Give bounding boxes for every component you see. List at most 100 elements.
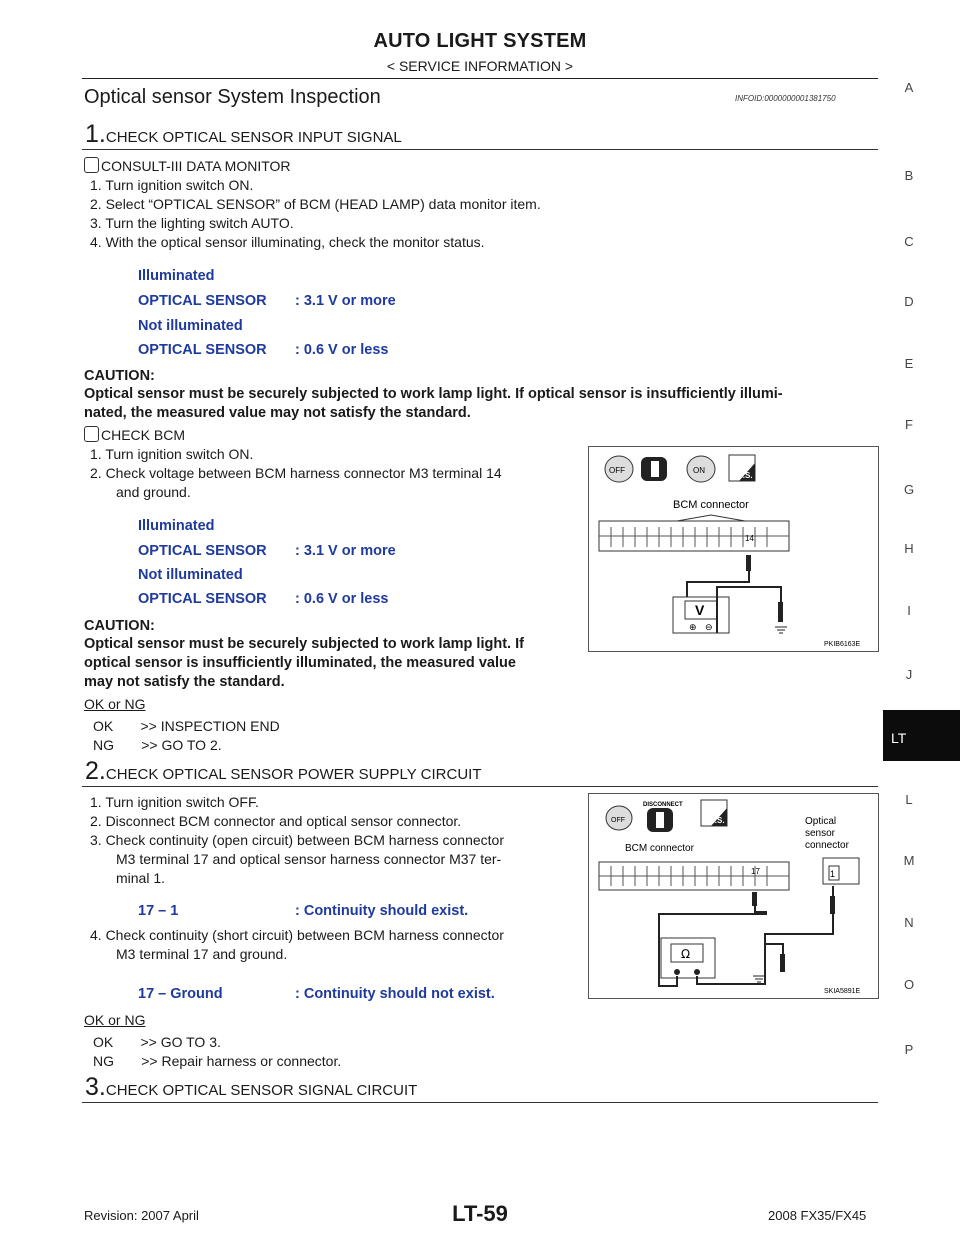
list-item: M3 terminal 17 and ground. xyxy=(116,946,288,962)
caution-text: Optical sensor must be securely subjecte… xyxy=(84,386,783,421)
spec-item: OPTICAL SENSOR xyxy=(138,293,267,309)
list-item: 2. Check voltage between BCM harness con… xyxy=(90,465,502,481)
step-title: CHECK OPTICAL SENSOR SIGNAL CIRCUIT xyxy=(105,1082,418,1099)
step-rule xyxy=(82,786,878,787)
step-3-heading: 3.CHECK OPTICAL SENSOR SIGNAL CIRCUIT xyxy=(85,1073,417,1102)
ignition-off-icon: OFF xyxy=(605,805,633,831)
list-item: 2. Select “OPTICAL SENSOR” of BCM (HEAD … xyxy=(90,196,541,212)
page-number: LT-59 xyxy=(452,1201,508,1226)
consult-label: CONSULT-III DATA MONITOR xyxy=(84,157,291,175)
sidebar-letter-i[interactable]: I xyxy=(907,603,911,618)
connector-icon xyxy=(641,457,667,481)
list-item: 1. Turn ignition switch ON. xyxy=(90,446,254,462)
step-rule xyxy=(82,1102,878,1103)
spec-item: 17 – 1 xyxy=(138,903,179,919)
list-item: and ground. xyxy=(116,484,191,500)
svg-text:V: V xyxy=(695,602,705,618)
spec-item: OPTICAL SENSOR xyxy=(138,342,267,358)
ng-result: NG >> Repair harness or connector. xyxy=(93,1053,342,1069)
connector-icon xyxy=(647,808,673,832)
caution-text: Optical sensor must be securely subjecte… xyxy=(84,636,524,690)
sidebar-letter-j[interactable]: J xyxy=(905,667,913,682)
step-title: CHECK OPTICAL SENSOR INPUT SIGNAL xyxy=(105,129,402,146)
sidebar-letter-f[interactable]: F xyxy=(905,417,913,432)
ignition-off-icon: OFF xyxy=(604,455,634,483)
svg-text:H.S.: H.S. xyxy=(709,816,725,825)
spec-value: : 3.1 V or more xyxy=(295,293,396,309)
sidebar-letter-o[interactable]: O xyxy=(903,977,915,992)
spec-value: : 3.1 V or more xyxy=(295,543,396,559)
ok-result: OK >> INSPECTION END xyxy=(93,718,280,734)
sidebar-letter-d[interactable]: D xyxy=(904,294,914,309)
svg-text:⊕: ⊕ xyxy=(689,623,697,633)
sidebar-letter-a[interactable]: A xyxy=(904,80,914,95)
consult-steps: 1. Turn ignition switch ON. 2. Select “O… xyxy=(90,177,541,251)
step-number: 1. xyxy=(85,120,106,148)
caution-label: CAUTION: xyxy=(84,368,155,384)
ignition-on-icon: ON xyxy=(686,455,716,483)
check-bcm-label: CHECK BCM xyxy=(84,426,185,444)
diagram-graphic: DISCONNECT OFF H.S. Optical sensor conne… xyxy=(598,799,861,995)
sidebar-letter-b[interactable]: B xyxy=(904,168,914,183)
list-item: 3. Turn the lighting switch AUTO. xyxy=(90,215,294,231)
spec-value: : Continuity should exist. xyxy=(295,903,469,919)
spec-not-illuminated-label: Not illuminated xyxy=(138,318,243,334)
ground-symbol xyxy=(775,626,787,634)
hs-icon: H.S. xyxy=(700,799,728,827)
ok-result: OK >> GO TO 3. xyxy=(93,1034,221,1050)
disconnect-label: DISCONNECT xyxy=(643,802,683,808)
svg-text:⊖: ⊖ xyxy=(705,623,713,633)
spec-illuminated-label: Illuminated xyxy=(138,518,215,534)
svg-text:OFF: OFF xyxy=(611,817,625,824)
list-item: 4. Check continuity (short circuit) betw… xyxy=(90,927,504,943)
bcm-voltage-diagram: OFF ON H.S. BCM connector 14 xyxy=(588,446,879,652)
sidebar-letter-n[interactable]: N xyxy=(904,915,914,930)
sidebar-letter-m[interactable]: M xyxy=(903,853,915,868)
terminal-label: 14 xyxy=(745,534,754,543)
sidebar-letter-l[interactable]: L xyxy=(905,792,913,807)
list-item: 4. With the optical sensor illuminating,… xyxy=(90,234,485,250)
svg-text:17: 17 xyxy=(751,867,760,876)
spec-value: : Continuity should not exist. xyxy=(295,986,495,1002)
step-2-heading: 2.CHECK OPTICAL SENSOR POWER SUPPLY CIRC… xyxy=(85,757,481,786)
sidebar-letter-p[interactable]: P xyxy=(904,1042,914,1057)
sidebar-letter-e[interactable]: E xyxy=(904,356,914,371)
connector-pins xyxy=(599,527,789,547)
ok-ng-label: OK or NG xyxy=(84,1012,146,1028)
svg-text:OFF: OFF xyxy=(609,466,625,475)
figure-code: PKIB6163E xyxy=(824,641,861,648)
list-item: 1. Turn ignition switch OFF. xyxy=(90,794,259,810)
connector-pins xyxy=(599,866,789,886)
svg-text:Ω: Ω xyxy=(681,947,690,961)
diagram-graphic: OFF ON H.S. BCM connector 14 xyxy=(598,454,861,648)
svg-text:H.S.: H.S. xyxy=(737,471,753,480)
footer-revision: Revision: 2007 April xyxy=(84,1208,199,1223)
svg-text:Optical: Optical xyxy=(805,816,836,827)
step-1-heading: 1.CHECK OPTICAL SENSOR INPUT SIGNAL xyxy=(85,120,402,149)
spec-item: OPTICAL SENSOR xyxy=(138,543,267,559)
figure-code: SKIA5891E xyxy=(824,988,861,995)
sidebar-tab-lt[interactable]: LT xyxy=(883,710,960,761)
optical-sensor-connector xyxy=(822,857,860,885)
ng-result: NG >> GO TO 2. xyxy=(93,737,222,753)
spec-item: OPTICAL SENSOR xyxy=(138,591,267,607)
bcm-steps: 1. Turn ignition switch ON. 2. Check vol… xyxy=(90,446,502,501)
spec-value: : 0.6 V or less xyxy=(295,342,389,358)
ground-symbol xyxy=(753,975,765,983)
ok-ng-label: OK or NG xyxy=(84,696,146,712)
svg-text:sensor: sensor xyxy=(805,828,836,839)
spec-illuminated-label: Illuminated xyxy=(138,268,215,284)
caution-label: CAUTION: xyxy=(84,618,155,634)
sidebar-letter-h[interactable]: H xyxy=(904,541,914,556)
list-item: 1. Turn ignition switch ON. xyxy=(90,177,254,193)
spec-item: 17 – Ground xyxy=(138,986,223,1002)
hs-icon: H.S. xyxy=(728,454,756,482)
step-title: CHECK OPTICAL SENSOR POWER SUPPLY CIRCUI… xyxy=(105,766,482,783)
sidebar-letter-c[interactable]: C xyxy=(904,234,914,249)
step-number: 3. xyxy=(85,1073,106,1101)
bcm-connector-label: BCM connector xyxy=(673,499,749,511)
header-rule xyxy=(82,78,878,79)
sidebar-letter-g[interactable]: G xyxy=(903,482,915,497)
footer-model: 2008 FX35/FX45 xyxy=(768,1208,867,1223)
list-item: 2. Disconnect BCM connector and optical … xyxy=(90,813,462,829)
